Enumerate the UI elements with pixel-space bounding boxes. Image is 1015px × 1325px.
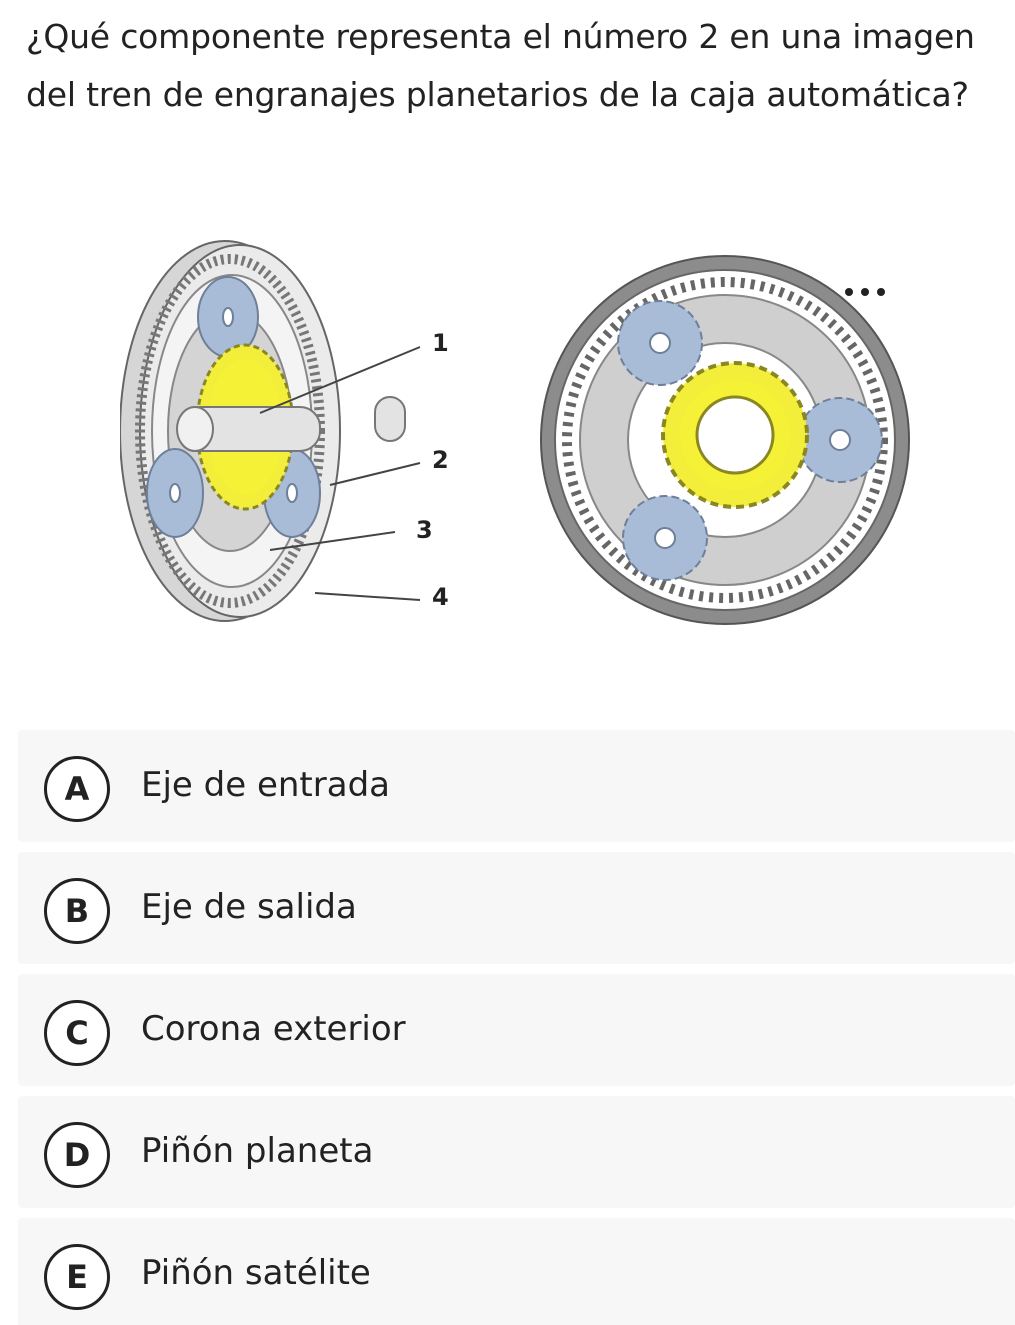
- callout-2: 2: [432, 446, 449, 474]
- option-letter-e: E: [44, 1244, 110, 1310]
- option-label-a: Eje de entrada: [141, 765, 390, 805]
- option-label-c: Corona exterior: [141, 1009, 406, 1049]
- option-letter-d: D: [44, 1122, 110, 1188]
- option-letter-b: B: [44, 878, 110, 944]
- option-letter-c: C: [44, 1000, 110, 1066]
- option-label-b: Eje de salida: [141, 887, 357, 927]
- callout-1: 1: [432, 329, 449, 357]
- perspective-gearset: 1 2 3 4: [119, 240, 449, 622]
- question-text: ¿Qué componente representa el número 2 e…: [26, 8, 1001, 124]
- option-e[interactable]: E Piñón satélite: [18, 1218, 1015, 1325]
- callout-3: 3: [416, 516, 433, 544]
- option-letter-a: A: [44, 756, 110, 822]
- more-horizontal-icon[interactable]: [843, 282, 887, 300]
- option-c[interactable]: C Corona exterior: [18, 974, 1015, 1086]
- option-label-d: Piñón planeta: [141, 1131, 374, 1171]
- option-a[interactable]: A Eje de entrada: [18, 730, 1015, 842]
- question-line-2: del tren de engranajes planetarios de la…: [26, 75, 969, 114]
- option-b[interactable]: B Eje de salida: [18, 852, 1015, 964]
- front-view-gearset: [540, 255, 910, 625]
- planetary-gear-illustration: 1 2 3 4: [119, 240, 910, 625]
- planetary-gear-figure: 1 2 3 4: [119, 235, 920, 635]
- option-label-e: Piñón satélite: [141, 1253, 371, 1293]
- question-line-1: ¿Qué componente representa el número 2 e…: [26, 17, 975, 56]
- option-d[interactable]: D Piñón planeta: [18, 1096, 1015, 1208]
- callout-4: 4: [432, 583, 449, 611]
